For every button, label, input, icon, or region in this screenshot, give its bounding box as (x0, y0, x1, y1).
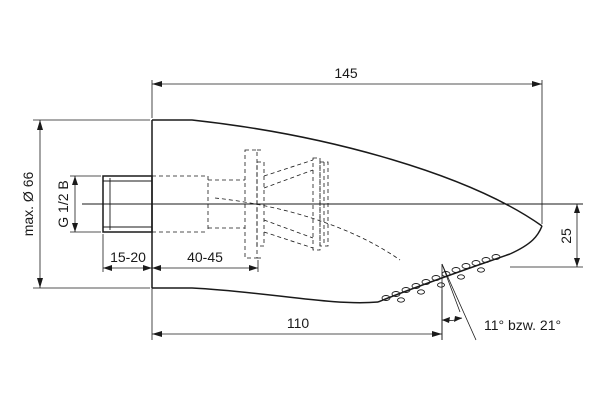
nozzle (421, 279, 431, 285)
label-head-height: 25 (558, 228, 574, 244)
nozzle (451, 267, 461, 273)
label-overall-length: 145 (334, 65, 358, 81)
nozzle (417, 289, 425, 295)
nozzle (431, 275, 441, 281)
nozzle (477, 267, 485, 273)
dimension-overall-length: 145 (151, 65, 543, 224)
dimension-thread: G 1/2 B (55, 175, 101, 233)
spray-nozzles (381, 254, 501, 303)
label-spray-angle: 11° bzw. 21° (484, 317, 561, 333)
label-thread-engagement: 15-20 (110, 249, 146, 265)
dimension-head-height: 25 (510, 204, 583, 268)
nozzle (391, 291, 401, 297)
nozzle (397, 297, 405, 303)
nozzle (471, 260, 481, 266)
dimension-connection-lengths: 15-20 40-45 (102, 234, 259, 290)
label-max-diameter: max. Ø 66 (20, 172, 36, 237)
nozzle (481, 257, 491, 263)
nozzle (457, 274, 465, 280)
nozzle (461, 263, 471, 269)
nozzle (381, 295, 391, 301)
label-thread: G 1/2 B (55, 180, 71, 227)
nozzle (401, 287, 411, 293)
label-wall-distance: 40-45 (187, 249, 223, 265)
dimension-max-diameter: max. Ø 66 (20, 119, 150, 289)
dimension-spray-angle: 11° bzw. 21° (441, 263, 561, 341)
internal-hidden-lines (152, 149, 401, 261)
label-nozzle-position: 110 (287, 315, 310, 331)
nozzle (437, 282, 445, 288)
nozzle (491, 254, 501, 260)
nozzle (411, 283, 421, 289)
shower-head-body (151, 119, 543, 304)
